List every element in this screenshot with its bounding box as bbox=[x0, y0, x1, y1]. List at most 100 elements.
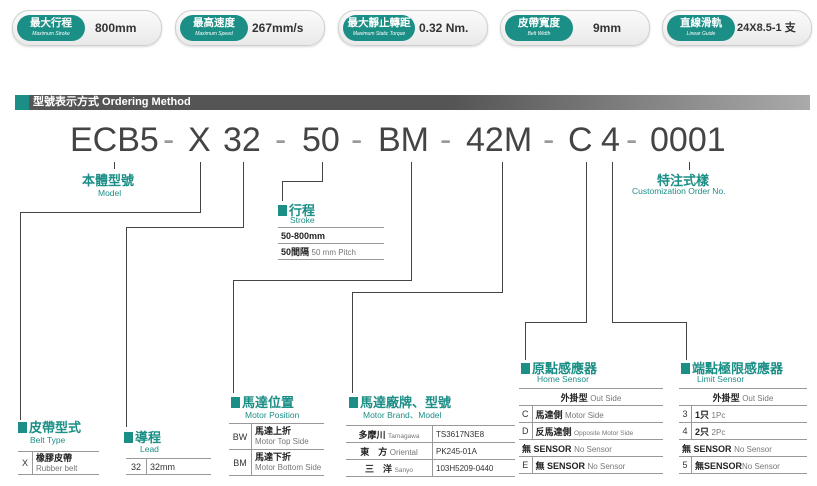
connector-line bbox=[126, 227, 127, 427]
spec-label-zh: 皮帶寬度 bbox=[518, 17, 560, 29]
limit-sensor-en: No Sensor bbox=[734, 444, 772, 454]
brand-name-zh: 多摩川 bbox=[358, 429, 386, 440]
spec-label-zh: 最大行程 bbox=[30, 17, 72, 29]
spec-max-stroke: 最大行程 Maximum Stroke 800mm bbox=[12, 10, 162, 46]
motor-pos-zh: 馬達下折 bbox=[255, 452, 292, 462]
home-sensor-en: Opposite Motor Side bbox=[574, 429, 634, 437]
motor-pos-en: Motor Top Side bbox=[255, 437, 309, 446]
spec-max-speed: 最高速度 Maximum Speed 267mm/s bbox=[175, 10, 325, 46]
connector-line bbox=[233, 280, 234, 393]
brand-model: PK245-01A bbox=[436, 446, 477, 456]
spec-label-en: Belt Width bbox=[527, 31, 551, 37]
stroke-range: 50-800mm bbox=[281, 230, 326, 241]
belt-subtitle: Belt Type bbox=[30, 435, 66, 445]
brand-name-zh: 三 洋 bbox=[365, 463, 393, 474]
connector-line bbox=[114, 162, 115, 169]
spec-label: 最大靜止轉距 Maximum Static Torque bbox=[343, 15, 415, 41]
code-separator: - bbox=[163, 121, 175, 159]
table-cell: PK245-01A bbox=[432, 442, 515, 460]
table-row: 無 SENSOR No Sensor bbox=[519, 439, 663, 457]
section-header: 型號表示方式 Ordering Method bbox=[15, 95, 810, 110]
spec-value: 267mm/s bbox=[252, 21, 304, 35]
motor-brand-title: 馬達廠牌、型號 bbox=[349, 392, 451, 411]
lead-title-text: 導程 bbox=[135, 430, 162, 445]
home-sensor-code: E bbox=[522, 460, 529, 470]
connector-line bbox=[20, 212, 21, 420]
table-cell: 無 SENSOR No Sensor bbox=[519, 439, 663, 457]
table-cell: BM bbox=[229, 449, 252, 476]
spec-value: 0.32 Nm. bbox=[419, 21, 469, 35]
code-part-motor-brand: 42M bbox=[466, 121, 533, 159]
connector-line bbox=[233, 280, 412, 281]
code-part-belt: X bbox=[188, 121, 211, 159]
motor-pos-code: BW bbox=[232, 431, 248, 442]
stroke-title: 行程 bbox=[278, 200, 315, 219]
brand-model: TS3617N3E8 bbox=[436, 429, 485, 439]
brand-model: 103H5209-0440 bbox=[436, 463, 494, 473]
limit-sensor-zh: 1只 bbox=[695, 409, 710, 420]
home-sensor-title-text: 原點感應器 bbox=[532, 361, 598, 376]
limit-sensor-zh: SENSOR bbox=[693, 443, 732, 454]
limit-sensor-head-en: Out Side bbox=[742, 393, 774, 403]
belt-title: 皮帶型式 bbox=[18, 417, 81, 436]
connector-line bbox=[612, 162, 613, 322]
code-part-custom: 0001 bbox=[650, 121, 726, 159]
home-sensor-code: 無 bbox=[522, 443, 532, 454]
spec-label: 最高速度 Maximum Speed bbox=[180, 15, 248, 41]
brand-name-en: Sanyo bbox=[394, 466, 413, 474]
title-marker bbox=[18, 422, 27, 433]
title-marker bbox=[681, 363, 690, 374]
table-cell: 32 bbox=[126, 458, 147, 475]
table-cell: 32mm bbox=[146, 458, 211, 475]
motor-brand-table: 多摩川 Tamagawa TS3617N3E8 東 方 Oriental PK2… bbox=[346, 425, 515, 477]
home-sensor-zh: SENSOR bbox=[533, 443, 572, 454]
lead-value: 32mm bbox=[150, 461, 176, 472]
code-part-home-sensor: C bbox=[568, 121, 593, 159]
table-cell: 東 方 Oriental bbox=[346, 442, 433, 460]
brand-name-en: Tamagawa bbox=[388, 432, 420, 440]
table-cell: X bbox=[18, 451, 33, 475]
table-row: 東 方 Oriental PK245-01A bbox=[346, 442, 515, 460]
home-sensor-en: No Sensor bbox=[587, 461, 626, 471]
connector-line bbox=[586, 162, 587, 322]
lead-table: 32 32mm bbox=[126, 458, 211, 475]
table-cell: 無 SENSOR No Sensor bbox=[532, 456, 663, 474]
code-part-limit-sensor: 4 bbox=[601, 121, 620, 159]
motor-pos-en: Motor Bottom Side bbox=[255, 463, 322, 472]
spec-label-zh: 直線滑軌 bbox=[680, 17, 722, 29]
table-cell: 外掛型 Out Side bbox=[519, 388, 663, 406]
connector-line bbox=[322, 162, 323, 181]
connector-line bbox=[612, 322, 687, 323]
spec-label-en: Maximum Static Torque bbox=[352, 31, 406, 37]
section-title: 型號表示方式 Ordering Method bbox=[33, 96, 191, 108]
motor-pos-title-text: 馬達位置 bbox=[242, 395, 295, 410]
connector-line bbox=[352, 292, 503, 293]
table-row: 3 1只 1Pc bbox=[679, 405, 807, 423]
spec-belt-width: 皮帶寬度 Belt Width 9mm bbox=[500, 10, 650, 46]
table-cell: 三 洋 Sanyo bbox=[346, 459, 433, 477]
table-row: 50-800mm bbox=[278, 227, 384, 244]
code-separator: - bbox=[440, 121, 452, 159]
limit-sensor-code: 4 bbox=[682, 426, 688, 436]
lead-code: 32 bbox=[130, 461, 141, 472]
motor-pos-code: BM bbox=[233, 457, 247, 468]
limit-sensor-code: 無 bbox=[682, 443, 692, 454]
code-separator: - bbox=[543, 121, 555, 159]
table-row: 外掛型 Out Side bbox=[679, 388, 807, 406]
belt-name-zh: 橡膠皮帶 bbox=[36, 452, 73, 463]
spec-value: 800mm bbox=[95, 21, 137, 35]
title-marker bbox=[231, 397, 240, 408]
table-cell: 103H5209-0440 bbox=[432, 459, 515, 477]
limit-sensor-code: 5 bbox=[682, 460, 688, 470]
code-part-stroke: 50 bbox=[302, 121, 340, 159]
home-sensor-head-en: Out Side bbox=[590, 393, 622, 403]
spec-value: 24X8.5-1 支 bbox=[737, 22, 796, 34]
title-marker bbox=[278, 205, 287, 216]
limit-sensor-table: 外掛型 Out Side 3 1只 1Pc 4 2只 2Pc 無 SENSOR … bbox=[679, 388, 807, 474]
table-cell: 50-800mm bbox=[278, 227, 384, 244]
table-cell: 反馬達側 Opposite Motor Side bbox=[532, 422, 663, 440]
